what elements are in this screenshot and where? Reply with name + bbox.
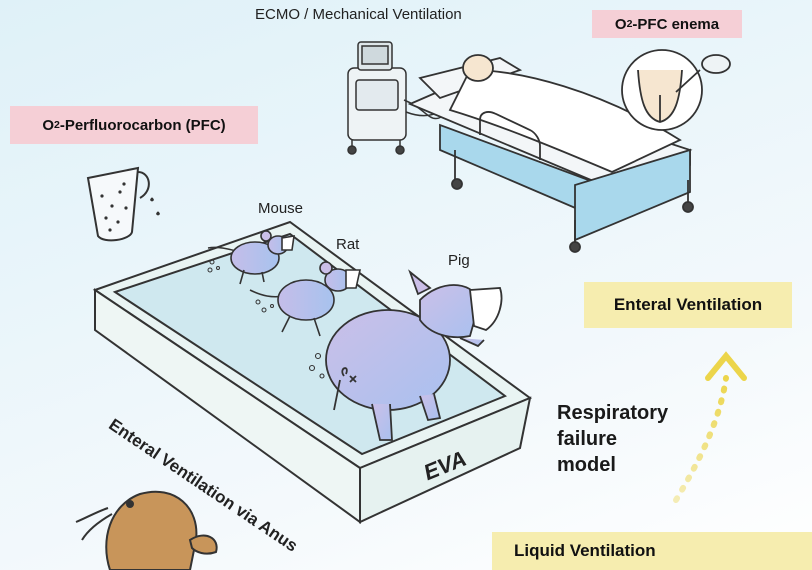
pfc-enema-suffix: -PFC enema (632, 15, 720, 33)
pig-label: Pig (448, 252, 470, 269)
pfc-beaker-icon (86, 166, 160, 242)
rat-bubbles (255, 299, 274, 313)
perfluorocarbon-prefix: O (42, 116, 54, 134)
mouse-figure (207, 230, 295, 285)
respiratory-line1: Respiratory (557, 402, 669, 424)
pfc-enema-sub: 2 (626, 18, 633, 30)
enema-inset (621, 49, 731, 131)
mouse-bubbles (207, 259, 220, 273)
pig-bubbles (308, 352, 325, 379)
perfluorocarbon-sub: 2 (53, 119, 60, 131)
rat-label: Rat (336, 236, 360, 253)
ecmo-machine (347, 41, 471, 155)
ecmo-label: ECMO / Mechanical Ventilation (255, 6, 462, 23)
loach-fish-icon (75, 490, 218, 570)
perfluorocarbon-suffix: -Perfluorocarbon (PFC) (59, 116, 226, 134)
mouse-label: Mouse (258, 200, 304, 217)
hospital-bed (407, 54, 694, 253)
rat-figure (249, 261, 361, 337)
dotted-arrow-icon (673, 351, 747, 503)
respiratory-failure-model-label: Respiratory failure model (557, 400, 668, 478)
respiratory-line3: model (557, 454, 616, 476)
respiratory-line2: failure (557, 428, 618, 450)
pig-figure (325, 269, 503, 441)
liquid-ventilation-label: Liquid Ventilation (492, 532, 812, 570)
enteral-ventilation-label: Enteral Ventilation (584, 282, 792, 328)
pfc-enema-prefix: O (614, 15, 627, 33)
